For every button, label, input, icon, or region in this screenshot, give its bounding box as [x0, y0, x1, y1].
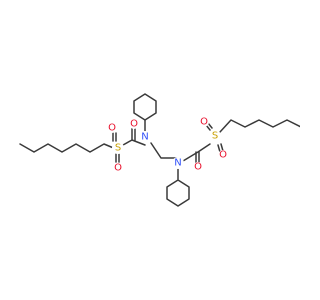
- right-sulfonyl-oxygen-bottom-label: O: [219, 150, 227, 161]
- left-sulfonyl-oxygen-top-label: O: [108, 123, 116, 134]
- left-octyl-chain: [19, 143, 117, 153]
- skeletal-formula: O S O O N N O O S O: [19, 93, 300, 207]
- molecule-structure-diagram: O S O O N N O O S O: [19, 93, 300, 207]
- right-so-bond-down-a: [217, 144, 221, 153]
- lower-nitrogen-label: N: [174, 158, 181, 169]
- right-linker: [182, 143, 211, 162]
- ethylene-bridge: [150, 142, 178, 159]
- lower-cyclohexyl-ring: [166, 179, 190, 207]
- right-sulfonyl-oxygen-top-label: O: [200, 117, 208, 128]
- right-so-bond-down-b: [220, 143, 224, 152]
- right-octyl-chain: [219, 119, 300, 133]
- right-sulfur-label: S: [212, 131, 218, 142]
- right-carbonyl-oxygen-label: O: [194, 162, 202, 173]
- left-carbonyl-oxygen-label: O: [130, 119, 138, 130]
- left-sulfonyl-oxygen-bottom-label: O: [114, 163, 122, 174]
- upper-nitrogen-label: N: [141, 132, 148, 143]
- upper-cyclohexyl-ring: [133, 93, 157, 121]
- left-sulfur-label: S: [115, 143, 121, 154]
- right-so-bond-up-b: [207, 122, 213, 129]
